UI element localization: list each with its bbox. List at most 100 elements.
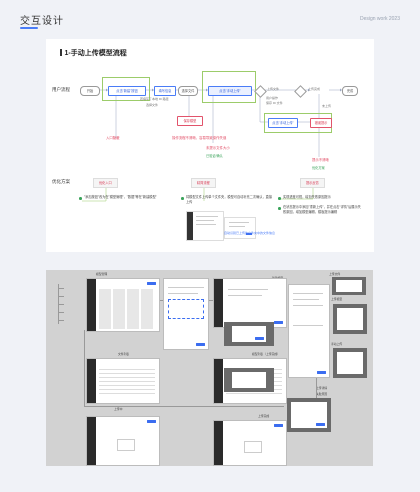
arrowhead — [340, 88, 342, 92]
wf-label: 文件列表 — [118, 352, 130, 356]
mini-screenshot-modal — [224, 217, 256, 239]
wf-primary-button — [147, 420, 156, 423]
user-flow-label: 用户流程 — [52, 87, 70, 92]
wf-screen-model-list — [86, 278, 160, 332]
opt-text-2: 将模型文件上传单个文件夹，模型可自动补充二次确认，直接上传 — [186, 195, 273, 204]
bullet-dot — [278, 197, 281, 200]
node-select-file: 选择文件 — [178, 86, 198, 96]
wf-modal-dialog — [232, 326, 266, 342]
bullet-dot — [278, 207, 281, 210]
wf-primary-button — [196, 343, 205, 346]
design-work-label: Design work 2023 — [359, 16, 400, 22]
wf-sidebar — [214, 359, 223, 403]
arrowhead — [206, 88, 208, 92]
wf-label: 手动上传 — [331, 342, 343, 346]
upload-done-label: 上传完成 — [308, 87, 321, 91]
tree-line — [58, 288, 64, 289]
opt-text-3b: 在状态提示中添加"重新上传"，并在点击"详情"后展示失败原因，增加模型编辑，模板… — [283, 205, 361, 214]
heading-text: 1-手动上传模型流程 — [64, 50, 127, 57]
wf-primary-button — [274, 424, 283, 427]
wf-modal — [333, 348, 367, 378]
tree-line — [58, 320, 64, 321]
arrowhead — [308, 88, 310, 92]
upload-file-label: 上传文件 — [267, 87, 280, 91]
wf-screen-upload-form — [288, 284, 330, 378]
wf-screen-file-list — [86, 358, 160, 404]
tree-line — [58, 312, 64, 313]
user-step: 用户操作 — [266, 96, 279, 100]
wf-screen-uploading — [86, 416, 160, 466]
red-note-uncertain: 操作流程不清晰，容易导致操作失误 — [172, 136, 227, 140]
wf-label: 上传文件 — [329, 272, 341, 276]
wf-modal — [287, 398, 331, 432]
wf-label: 上传模型 — [331, 297, 343, 301]
page-title: 交互设计 — [20, 16, 64, 27]
optimization-label: 优化方案 — [52, 179, 70, 184]
tree-line — [58, 296, 64, 297]
wf-label: 上传详情 — [316, 386, 328, 390]
wf-primary-button — [274, 321, 283, 324]
flow-diagram-card: 1-手动上传模型流程 用户流程 优化方案 开始 点击"新建"按钮 填写信息 选择… — [46, 39, 374, 252]
node-start: 开始 — [80, 86, 100, 96]
highlight-box — [202, 71, 256, 103]
wf-screen-new-model — [213, 278, 287, 328]
arrowhead — [106, 88, 108, 92]
wf-sidebar — [87, 417, 96, 465]
node-fill-info: 填写信息 — [154, 86, 176, 96]
wf-modal-dialog — [336, 280, 362, 292]
wf-sidebar — [87, 279, 96, 331]
wf-modal-dialog — [291, 402, 327, 428]
heading-bar — [60, 49, 62, 56]
wf-modal-dialog — [232, 372, 266, 388]
arrowhead — [152, 88, 154, 92]
mini-caption: 自动识别已上传的文件夹中的文件信息 — [224, 231, 276, 235]
wf-modal — [224, 322, 274, 346]
opt-text-1: "添加按钮"改为在"模型管理"，"数据"等在"新建模型" — [84, 195, 157, 199]
flow-line — [206, 300, 214, 301]
fill-note2: 选择文件 — [146, 103, 159, 107]
wf-primary-button — [255, 337, 264, 340]
wf-label: 模型管理 — [96, 272, 108, 276]
wf-sidebar — [87, 359, 96, 403]
node-confirm-upload: 点击"手动上传" — [268, 118, 298, 128]
wireframe-canvas: 模型管理 新建模型 上传文件 上传模型 手动上传 文件列表 模型列表（上传完成）… — [46, 270, 373, 466]
wf-screen-form — [163, 278, 209, 350]
wf-modal-dialog — [337, 308, 363, 330]
chip-feedback: 提示反馈 — [300, 178, 325, 188]
wf-label: 失败原因 — [316, 392, 328, 396]
wf-modal — [224, 368, 274, 392]
wf-screen-upload-complete — [213, 420, 287, 466]
wf-modal — [332, 277, 366, 295]
wf-label: 上传完成 — [258, 414, 270, 418]
wf-modal-dialog — [337, 352, 363, 374]
user-step2: 保存 ID 文件 — [266, 101, 283, 105]
node-save-model: 保存模型 — [177, 116, 203, 126]
wf-sidebar — [214, 279, 223, 327]
not-uploaded: 未上传 — [322, 104, 332, 108]
chip-entry: 优化入口 — [93, 178, 118, 188]
tree-line — [58, 304, 64, 305]
node-complete: 完成 — [342, 86, 358, 96]
node-manual-upload: 点击"手动上传" — [208, 86, 252, 96]
wf-sidebar — [214, 421, 223, 465]
wf-label: 模型列表（上传完成） — [252, 352, 280, 356]
section-heading: 1-手动上传模型流程 — [60, 48, 127, 58]
wf-primary-button — [147, 282, 156, 285]
title-underline — [20, 27, 38, 29]
fill-note: 若填写了本地 ID 路径 — [140, 97, 169, 101]
opt-text-3a: 实现进度可视，增加失败原因提示 — [283, 195, 331, 199]
page-header: 交互设计 Design work 2023 — [0, 0, 420, 36]
wf-primary-button — [317, 371, 326, 374]
flow-line — [84, 330, 85, 406]
highlight-box — [102, 77, 150, 101]
green-note-2: 优化方案 — [312, 166, 325, 170]
mini-screenshot — [186, 211, 224, 241]
green-note-1: 已验证/确认 — [206, 154, 223, 158]
wf-label: 上传中 — [114, 407, 123, 411]
chip-process: 精简流程 — [191, 178, 216, 188]
red-note-unclear: 提示不清晰 — [312, 158, 329, 162]
red-note-entry: 入口隐蔽 — [106, 136, 120, 140]
wf-primary-button — [316, 423, 325, 426]
flow-line — [84, 406, 284, 407]
bullet-dot — [79, 197, 82, 200]
